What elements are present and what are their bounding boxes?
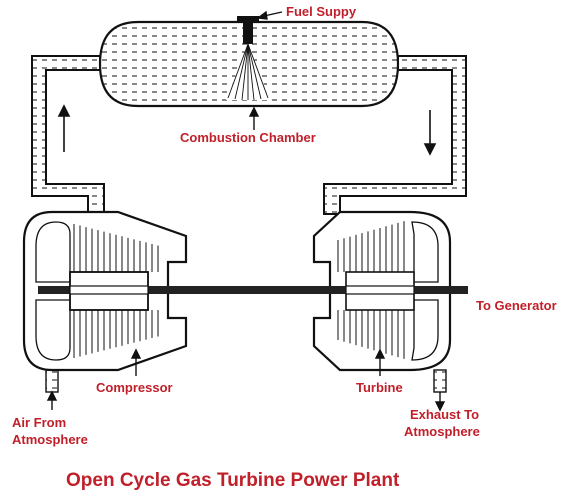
turbine-blades-top <box>337 221 405 272</box>
inlet-duct <box>31 55 105 213</box>
to-generator-label: To Generator <box>476 298 557 313</box>
fuel-supply-pointer <box>256 10 283 20</box>
labels: Fuel Suppy Combustion Chamber To Generat… <box>12 4 557 491</box>
combustion-chamber <box>98 16 400 108</box>
fuel-injector-cap <box>237 16 259 22</box>
shaft <box>38 286 468 294</box>
compressor-label: Compressor <box>96 380 173 395</box>
compressor-blades-bottom <box>73 310 159 358</box>
turbine-pointer <box>374 348 386 376</box>
flow-arrow-up <box>57 104 71 152</box>
fuel-injector <box>243 22 253 44</box>
exhaust-arrow <box>434 392 446 412</box>
turbine-label: Turbine <box>356 380 403 395</box>
compressor-inlet <box>45 369 59 393</box>
combustion-chamber-label: Combustion Chamber <box>180 130 316 145</box>
air-inlet-arrow <box>46 390 58 410</box>
flow-arrow-down <box>423 110 437 156</box>
combustion-chamber-pointer <box>248 106 260 130</box>
air-from-label: Air From <box>12 415 66 430</box>
diagram-title: Open Cycle Gas Turbine Power Plant <box>66 470 400 491</box>
turbine-blades-bottom <box>337 310 405 359</box>
fuel-supply-label: Fuel Suppy <box>286 4 357 19</box>
turbine-exhaust <box>433 369 447 393</box>
fuel-spray-lines <box>227 43 269 101</box>
compressor-blades-top <box>73 224 159 272</box>
outlet-duct <box>323 55 467 215</box>
air-from-atmosphere-label: Atmosphere <box>12 432 88 447</box>
compressor-pointer <box>130 348 142 376</box>
exhaust-label: Exhaust To <box>410 407 479 422</box>
exhaust-atmosphere-label: Atmosphere <box>404 424 480 439</box>
